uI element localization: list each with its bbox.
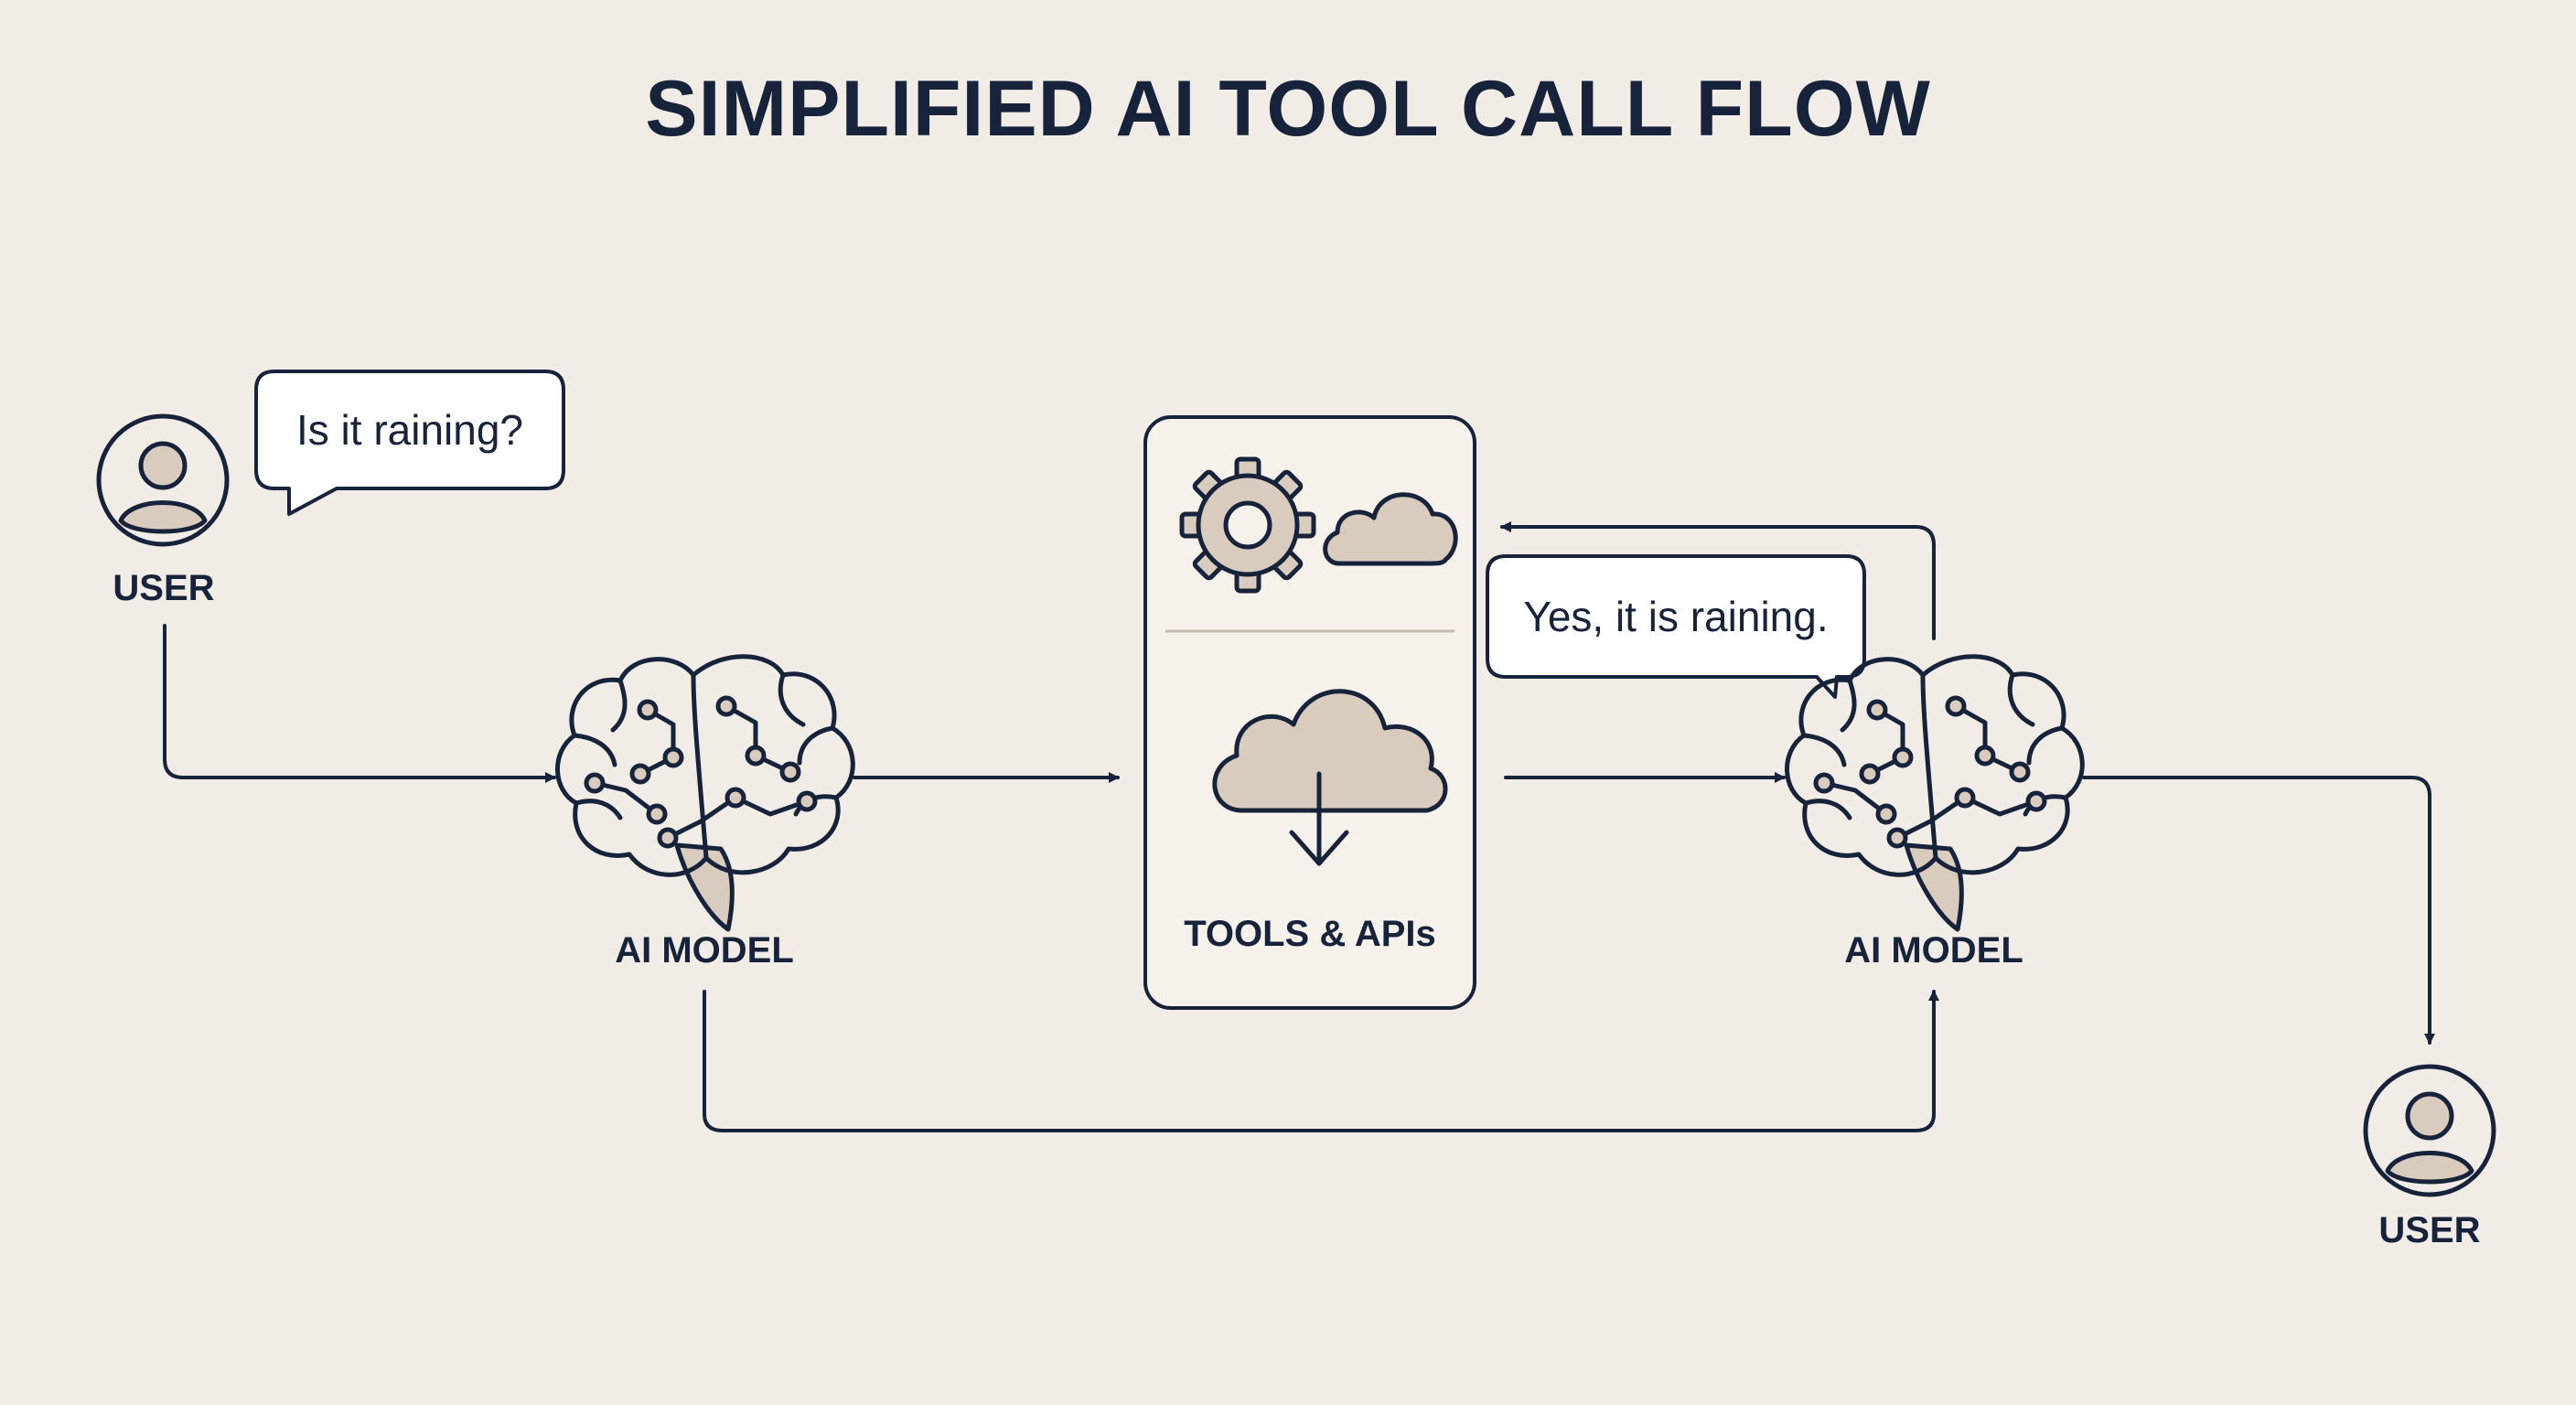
user-icon	[2366, 1067, 2494, 1195]
brain-icon	[557, 657, 853, 929]
user-start-label: USER	[113, 568, 214, 608]
ai-model-second-node: AI MODEL	[1787, 657, 2082, 971]
question-bubble: Is it raining?	[254, 370, 565, 516]
answer-bubble-box	[1486, 554, 1866, 699]
user-start-node: USER	[99, 416, 227, 608]
diagram-title: SIMPLIFIED AI TOOL CALL FLOW	[645, 65, 1931, 153]
cloud-icon	[1323, 492, 1458, 566]
ai-model-first-node: AI MODEL	[557, 657, 853, 971]
user-icon	[99, 416, 227, 544]
connector-ai-model-to-user	[2082, 776, 2435, 1045]
gear-icon	[1179, 456, 1316, 594]
tools-label: TOOLS & APIs	[1184, 914, 1436, 954]
question-bubble-box	[254, 370, 565, 516]
ai-model-first-label: AI MODEL	[615, 930, 794, 971]
answer-bubble: Yes, it is raining.	[1486, 554, 1866, 699]
answer-bubble-text: Yes, it is raining.	[1523, 593, 1828, 640]
user-end-node: USER	[2366, 1067, 2494, 1250]
connector-ai-model-back-to-tools	[1500, 521, 1936, 640]
user-end-label: USER	[2378, 1210, 2480, 1250]
cloud-download-icon	[1212, 689, 1448, 866]
ai-model-second-label: AI MODEL	[1844, 930, 2023, 971]
connector-bypass-to-ai-model	[703, 990, 1939, 1132]
tools-panel: TOOLS & APIs	[1143, 415, 1476, 1010]
question-bubble-text: Is it raining?	[296, 406, 523, 454]
connector-user-to-ai-model	[163, 624, 556, 783]
flow-connectors	[163, 521, 2435, 1132]
brain-icon	[1787, 657, 2082, 929]
